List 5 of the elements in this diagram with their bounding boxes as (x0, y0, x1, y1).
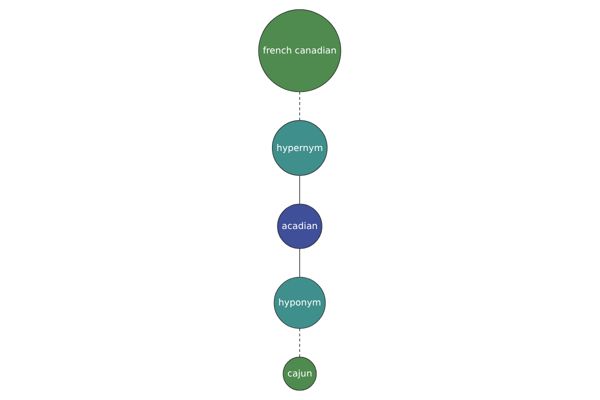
node-circle: hyponym (274, 276, 326, 329)
node-circle: hypernym (272, 120, 328, 176)
node-circle: cajun (283, 356, 317, 391)
node-circle: french canadian (258, 9, 342, 92)
node-circle: acadian (277, 204, 323, 249)
